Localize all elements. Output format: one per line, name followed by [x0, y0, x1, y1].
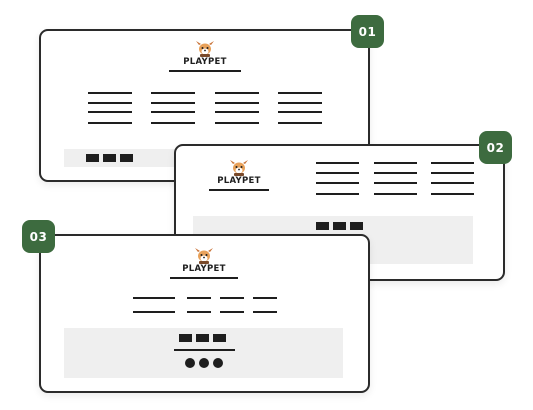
footer-icon — [350, 222, 363, 230]
menu-line — [278, 111, 322, 113]
footer-block — [64, 328, 343, 378]
menu-line — [374, 182, 417, 184]
menu-line — [374, 172, 417, 174]
footer-icon — [179, 334, 192, 342]
dog-logo-icon — [195, 248, 213, 264]
footer-block — [64, 149, 177, 167]
footer-divider — [174, 349, 235, 351]
menu-line — [215, 111, 259, 113]
menu-line — [278, 122, 322, 124]
footer-icon — [86, 154, 99, 162]
footer-icon — [103, 154, 116, 162]
footer-icon — [213, 334, 226, 342]
menu-line — [374, 193, 417, 195]
layout-number-badge: 03 — [22, 220, 55, 253]
menu-line — [133, 297, 175, 299]
social-dot-icon — [213, 358, 223, 368]
layout-card-03: PLAYPET — [39, 234, 370, 393]
menu-line — [316, 162, 359, 164]
menu-line — [215, 92, 259, 94]
menu-columns — [88, 92, 328, 132]
menu-line — [88, 122, 132, 124]
menu-line — [88, 111, 132, 113]
brand-name: PLAYPET — [182, 264, 226, 274]
brand-name: PLAYPET — [217, 176, 261, 186]
menu-line — [431, 193, 474, 195]
menu-line — [316, 182, 359, 184]
menu-line — [133, 311, 175, 313]
menu-rows — [133, 297, 283, 317]
logo: PLAYPET — [167, 41, 243, 72]
menu-line — [88, 102, 132, 104]
menu-line — [151, 111, 195, 113]
menu-line — [187, 311, 211, 313]
menu-line — [374, 162, 417, 164]
logo: PLAYPET — [166, 248, 242, 279]
brand-name: PLAYPET — [183, 57, 227, 67]
footer-icon — [333, 222, 346, 230]
menu-line — [215, 102, 259, 104]
menu-line — [151, 102, 195, 104]
logo: PLAYPET — [201, 160, 277, 191]
menu-line — [316, 193, 359, 195]
menu-line — [215, 122, 259, 124]
social-dot-icon — [199, 358, 209, 368]
social-dot-icon — [185, 358, 195, 368]
layout-number-badge: 01 — [351, 15, 384, 48]
menu-line — [253, 311, 277, 313]
menu-line — [431, 182, 474, 184]
footer-icon — [316, 222, 329, 230]
menu-line — [220, 311, 244, 313]
menu-line — [278, 102, 322, 104]
menu-line — [151, 122, 195, 124]
footer-icon — [120, 154, 133, 162]
menu-line — [220, 297, 244, 299]
footer-icon — [196, 334, 209, 342]
menu-columns — [316, 162, 476, 202]
menu-line — [431, 172, 474, 174]
menu-line — [316, 172, 359, 174]
dog-logo-icon — [196, 41, 214, 57]
menu-line — [431, 162, 474, 164]
layout-number-badge: 02 — [479, 131, 512, 164]
menu-line — [151, 92, 195, 94]
menu-line — [278, 92, 322, 94]
dog-logo-icon — [230, 160, 248, 176]
logo-underline — [169, 70, 241, 72]
logo-underline — [209, 189, 269, 191]
menu-line — [253, 297, 277, 299]
logo-underline — [170, 277, 238, 279]
menu-line — [88, 92, 132, 94]
menu-line — [187, 297, 211, 299]
